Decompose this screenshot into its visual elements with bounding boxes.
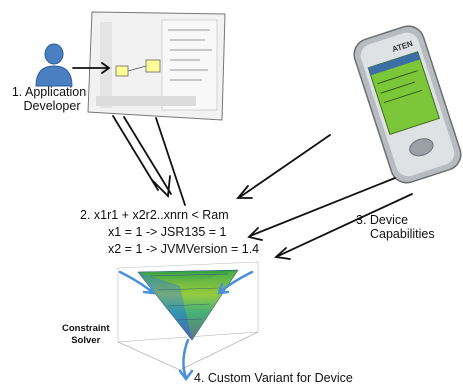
ide-screenshot-image [87,11,226,121]
step1-line1: 1. Application [11,85,87,99]
solver-label: Constraint Solver [62,323,110,347]
arrow-ide-to-formula [112,115,186,206]
step1-label: 1. Application Developer [8,85,90,113]
constraint-surface-plot [117,261,259,371]
solver-line1: Constraint [62,323,110,334]
phone-brand-text: ATEN [390,38,414,55]
step2-line3: x2 = 1 -> JVMVersion = 1.4 [108,242,260,256]
step2-line1: 2. x1r1 + x2r2..xnrn < Ram [80,208,229,222]
arrow-phone-to-formula [236,134,413,260]
blue-arrow-left [118,270,155,295]
step2-formula: 2. x1r1 + x2r2..xnrn < Ram x1 = 1 -> JSR… [80,207,259,258]
blue-arrow-right [217,270,254,295]
pda-phone-image [353,25,462,184]
step3-line2: Capabilities [370,227,435,241]
step2-line2: x1 = 1 -> JSR135 = 1 [108,225,227,239]
step3-label: 3. Device Capabilities [346,213,435,241]
step1-line2: Developer [23,99,81,113]
arrow-person-to-ide [72,62,111,74]
step4-label: 4. Custom Variant for Device [194,371,353,385]
blue-arrow-down [178,338,194,382]
person-icon [35,43,73,87]
step4-line1: 4. Custom Variant for Device [194,371,353,385]
step3-line1: 3. Device [356,213,409,227]
solver-line2: Solver [71,335,101,346]
